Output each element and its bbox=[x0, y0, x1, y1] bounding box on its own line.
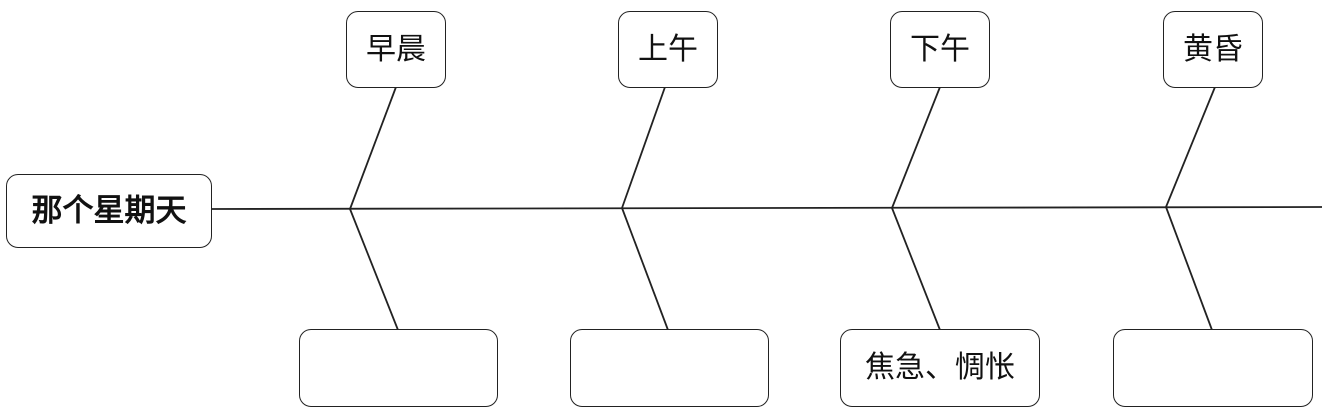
branch-upper-1 bbox=[349, 86, 397, 210]
feeling-box-4 bbox=[1113, 329, 1313, 407]
time-label-3: 下午 bbox=[910, 31, 970, 67]
time-box-3: 下午 bbox=[890, 11, 990, 88]
time-label-1: 早晨 bbox=[366, 31, 426, 67]
branch-lower-3 bbox=[891, 207, 941, 331]
time-label-4: 黄昏 bbox=[1183, 31, 1243, 67]
time-box-1: 早晨 bbox=[346, 11, 446, 88]
feeling-box-2 bbox=[570, 329, 769, 407]
feeling-text-3: 焦急、惆怅 bbox=[865, 350, 1015, 385]
feeling-box-1 bbox=[299, 329, 498, 407]
branch-lower-4 bbox=[1165, 206, 1213, 331]
title-box: 那个星期天 bbox=[6, 174, 212, 248]
time-box-4: 黄昏 bbox=[1163, 11, 1263, 88]
time-label-2: 上午 bbox=[638, 31, 698, 67]
feeling-box-3: 焦急、惆怅 bbox=[840, 329, 1040, 407]
branch-upper-4 bbox=[1165, 86, 1216, 208]
title-text: 那个星期天 bbox=[31, 192, 187, 229]
branch-upper-2 bbox=[621, 86, 666, 209]
spine-line bbox=[211, 206, 1323, 210]
branch-upper-3 bbox=[891, 86, 941, 209]
time-box-2: 上午 bbox=[618, 11, 718, 88]
branch-lower-1 bbox=[349, 208, 399, 331]
branch-lower-2 bbox=[621, 207, 669, 331]
